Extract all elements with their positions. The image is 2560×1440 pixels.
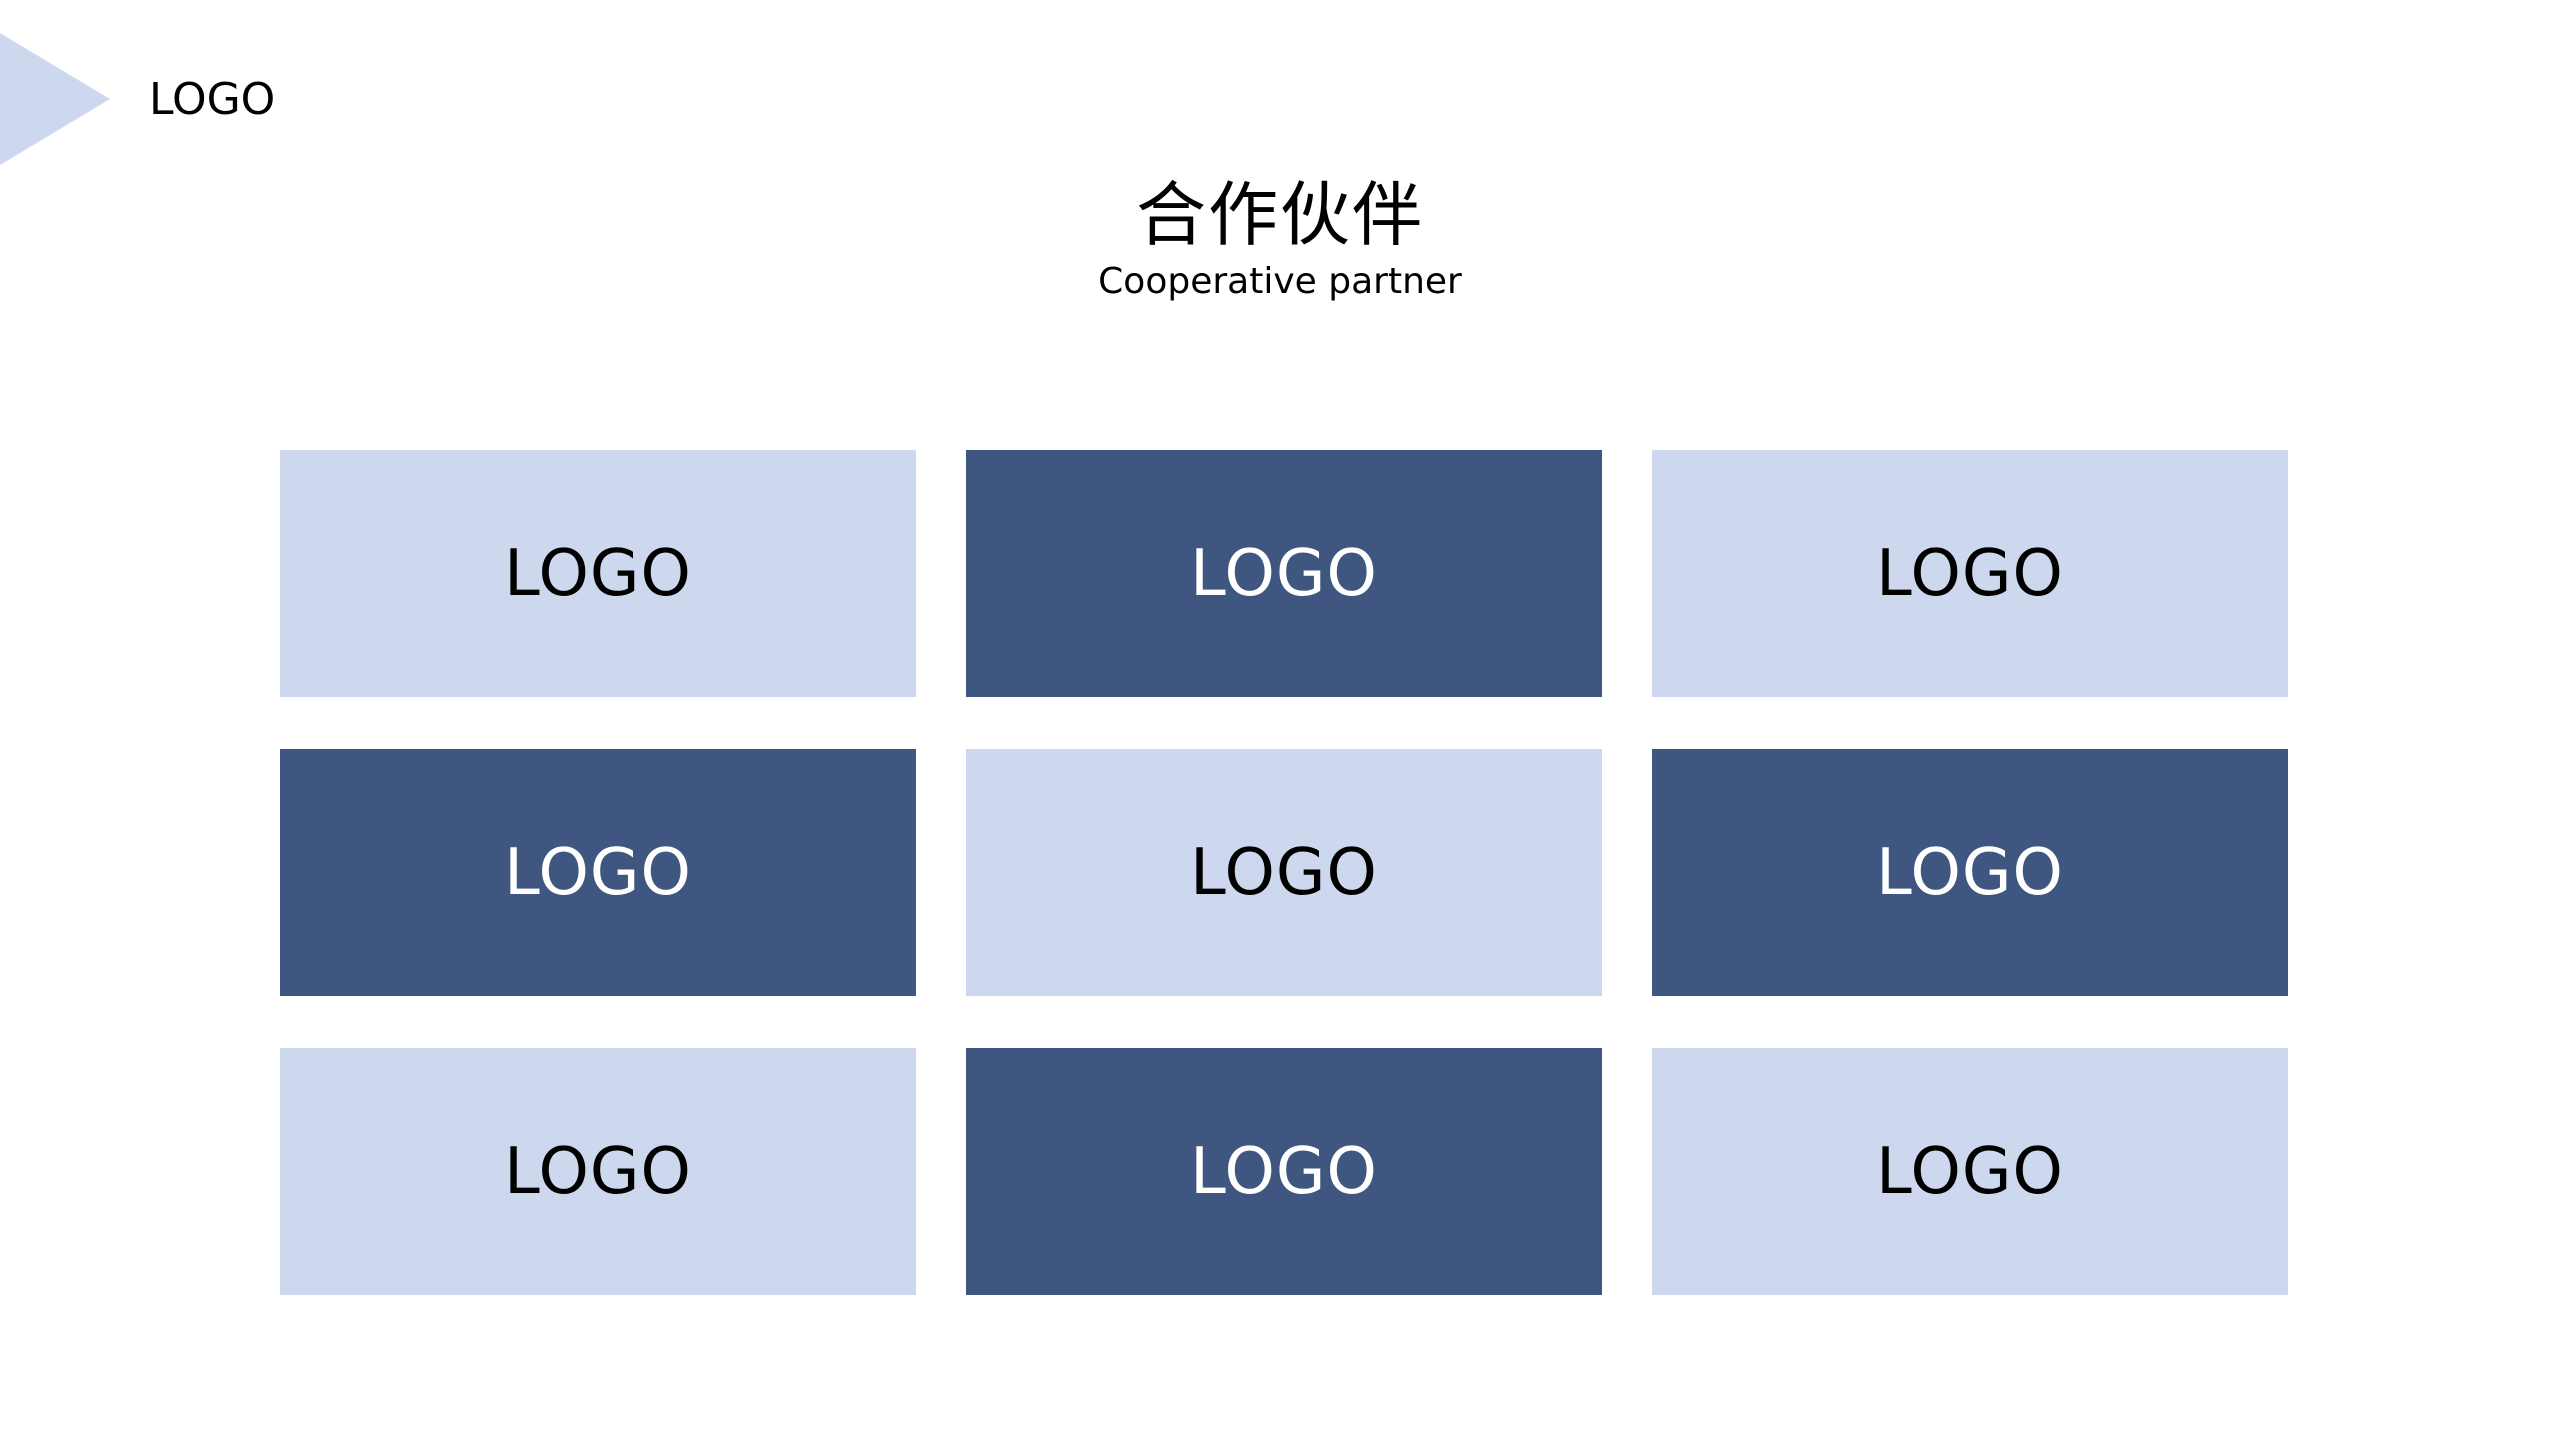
partner-logo-tile: LOGO [280,749,916,996]
page-subtitle: Cooperative partner [1098,261,1462,302]
partner-logo-tile: LOGO [280,450,916,697]
partner-logo-tile: LOGO [1652,450,2288,697]
page-title: 合作伙伴 [1136,174,1424,256]
header-logo: LOGO [149,74,276,125]
partner-logo-tile: LOGO [1652,749,2288,996]
partner-logo-grid: LOGO LOGO LOGO LOGO LOGO LOGO LOGO LOGO … [280,450,2288,1295]
partner-logo-tile: LOGO [1652,1048,2288,1295]
partner-logo-tile: LOGO [966,1048,1602,1295]
partner-logo-tile: LOGO [966,450,1602,697]
title-block: 合作伙伴 Cooperative partner [0,172,2560,304]
partner-logo-tile: LOGO [280,1048,916,1295]
corner-triangle-decoration [0,33,110,165]
partner-logo-tile: LOGO [966,749,1602,996]
